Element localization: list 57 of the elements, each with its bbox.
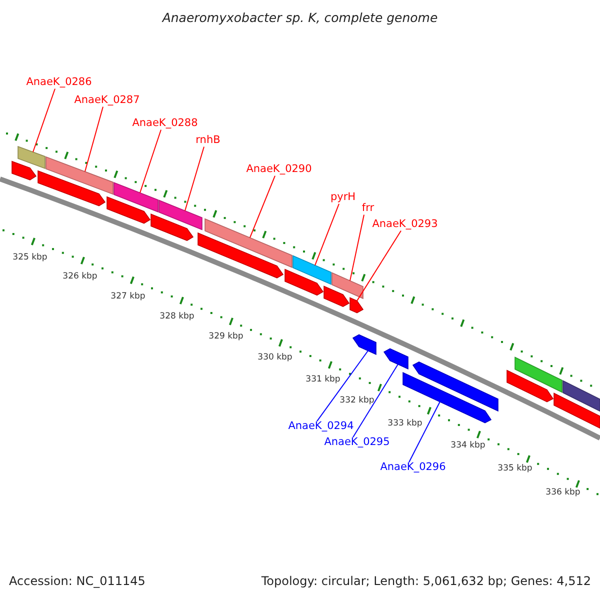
- gene-bar: [204, 218, 292, 268]
- gene-bar: [18, 146, 46, 170]
- scale-label: 327 kbp: [110, 292, 146, 302]
- gene-label: AnaeK_0296: [380, 462, 446, 474]
- scale-label: 331 kbp: [306, 375, 340, 385]
- scale-label: 329 kbp: [208, 332, 244, 342]
- gene-feature: [350, 297, 364, 314]
- scale-label: 334 kbp: [450, 441, 486, 451]
- gene-feature: [38, 170, 106, 206]
- gene-feature: [554, 392, 600, 429]
- scale-label: 333 kbp: [388, 419, 422, 429]
- gene-feature: [106, 196, 151, 224]
- leader-line: [316, 350, 368, 422]
- gene-label: AnaeK_0286: [26, 77, 92, 89]
- gene-label: AnaeK_0294: [288, 421, 354, 433]
- gene-bar: [332, 272, 364, 300]
- gene-feature: [506, 370, 554, 402]
- gene-label: AnaeK_0293: [372, 219, 438, 231]
- gene-feature: [324, 286, 350, 308]
- scale-label: 335 kbp: [498, 464, 532, 474]
- leader-line: [140, 129, 162, 194]
- leader-line: [32, 88, 56, 152]
- chart-title: Anaeromyxobacter sp. K, complete genome: [160, 10, 439, 25]
- scale-label: 328 kbp: [160, 312, 194, 322]
- gene-feature: [198, 232, 284, 278]
- leader-line: [352, 364, 398, 438]
- leader-line: [356, 230, 402, 302]
- gene-label: pyrH: [330, 192, 356, 204]
- gene-bar: [46, 156, 114, 195]
- gene-label: AnaeK_0288: [132, 118, 198, 130]
- gene-feature: [352, 334, 376, 355]
- gene-label: frr: [362, 203, 374, 215]
- gene-label: AnaeK_0287: [74, 95, 140, 107]
- gene-label: AnaeK_0295: [324, 437, 390, 449]
- leader-line: [314, 203, 340, 266]
- scale-label: 325 kbp: [12, 253, 48, 263]
- gene-feature: [412, 361, 498, 412]
- gene-feature: [12, 160, 37, 180]
- scale-label: 330 kbp: [258, 353, 292, 363]
- leader-line: [408, 401, 440, 463]
- gene-bar: [158, 200, 202, 230]
- footer-text: Topology: circular; Length: 5,061,632 bp; Genes: 4,512: [261, 575, 591, 588]
- gene-bar: [514, 356, 562, 393]
- scale-label: 326 kbp: [62, 272, 98, 282]
- gene-label: rnhB: [196, 135, 220, 147]
- scale-label: 336 kbp: [546, 488, 580, 498]
- leader-line: [250, 175, 276, 238]
- gene-feature: [150, 214, 194, 241]
- scale-label: 332 kbp: [340, 396, 374, 406]
- footer-text: Accession: NC_011145: [9, 575, 146, 588]
- gene-feature: [383, 348, 408, 370]
- gene-label: AnaeK_0290: [246, 164, 312, 176]
- leader-line: [350, 214, 364, 282]
- gene-bar: [292, 255, 332, 285]
- gene-bar: [114, 182, 158, 212]
- gene-bar: [562, 380, 600, 412]
- gene-feature: [284, 268, 324, 296]
